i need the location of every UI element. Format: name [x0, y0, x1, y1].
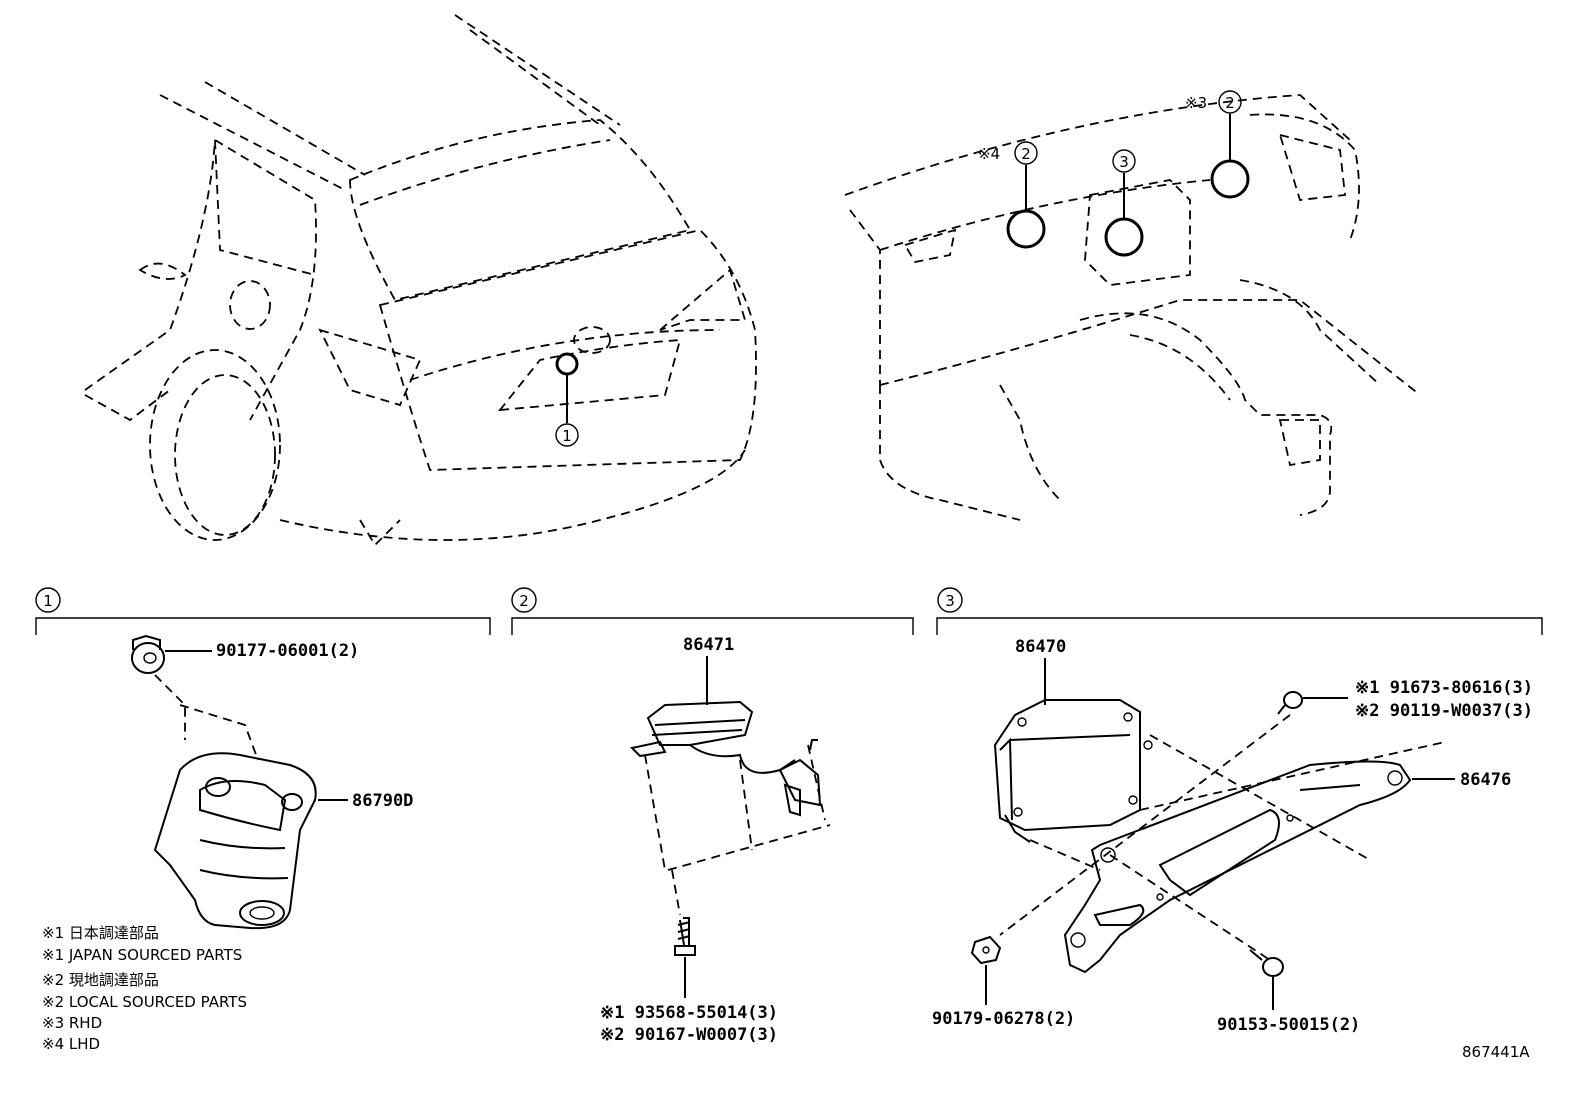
part-86790D: 86790D	[352, 791, 413, 811]
interior-callout-rhd: ※3 2	[1185, 90, 1242, 114]
callout-3-label: 3	[1119, 153, 1129, 171]
part-91673: ※1 91673-80616(3)	[1355, 678, 1533, 698]
note-4: ※4 LHD	[42, 1035, 100, 1053]
interior-callout-lhd: ※4 2	[978, 141, 1038, 165]
rhd-mark: ※3	[1185, 94, 1207, 112]
lhd-mark: ※4	[978, 145, 1000, 163]
callout-2-lhd-label: 2	[1021, 145, 1031, 163]
interior-location-view	[844, 94, 1421, 521]
vehicle-callout-1: 1	[555, 423, 579, 447]
part-90167: ※2 90167-W0007(3)	[600, 1025, 778, 1045]
section-1-header: 1	[35, 587, 491, 635]
rear-camera-86790D	[153, 752, 348, 930]
note-2-en: ※2 LOCAL SOURCED PARTS	[42, 993, 247, 1011]
part-86471: 86471	[683, 635, 734, 655]
camera-location-marker	[555, 352, 579, 376]
part-86476: 86476	[1460, 770, 1511, 790]
part-90153: 90153-50015(2)	[1217, 1015, 1360, 1035]
bracket-86476	[1063, 760, 1455, 974]
diagram-id: 867441A	[1462, 1043, 1530, 1061]
rhd-module-location	[1210, 159, 1250, 199]
section-3-number: 3	[945, 592, 955, 610]
part-86470: 86470	[1015, 637, 1066, 657]
screw-90177	[131, 634, 212, 674]
note-1-jp: ※1 日本調達部品	[42, 924, 159, 942]
callout-2-rhd-label: 2	[1225, 94, 1235, 112]
section-2-header: 2	[511, 587, 914, 635]
section-1-number: 1	[43, 592, 53, 610]
ecu-86470	[993, 699, 1153, 843]
footnotes: ※1 日本調達部品 ※1 JAPAN SOURCED PARTS ※2 現地調達…	[42, 924, 247, 1053]
vehicle-rear-view	[84, 14, 757, 547]
sensor-86471	[629, 700, 822, 817]
lhd-module-location	[1006, 209, 1046, 249]
nut-90179	[970, 935, 1002, 1005]
bolt-93568	[674, 917, 696, 998]
bolt-90153	[1249, 949, 1284, 1010]
note-3: ※3 RHD	[42, 1014, 102, 1032]
ecu-location	[1104, 217, 1144, 257]
part-90179: 90179-06278(2)	[932, 1009, 1075, 1029]
interior-callout-ecu: 3	[1112, 149, 1136, 173]
part-90177: 90177-06001(2)	[216, 641, 359, 661]
section-2-number: 2	[519, 592, 529, 610]
part-90119: ※2 90119-W0037(3)	[1355, 701, 1533, 721]
bolt-91673	[1277, 691, 1348, 715]
part-93568: ※1 93568-55014(3)	[600, 1003, 778, 1023]
note-2-jp: ※2 現地調達部品	[42, 971, 159, 989]
callout-1-label: 1	[562, 427, 572, 445]
section-3-header: 3	[936, 587, 1543, 635]
note-1-en: ※1 JAPAN SOURCED PARTS	[42, 946, 242, 964]
